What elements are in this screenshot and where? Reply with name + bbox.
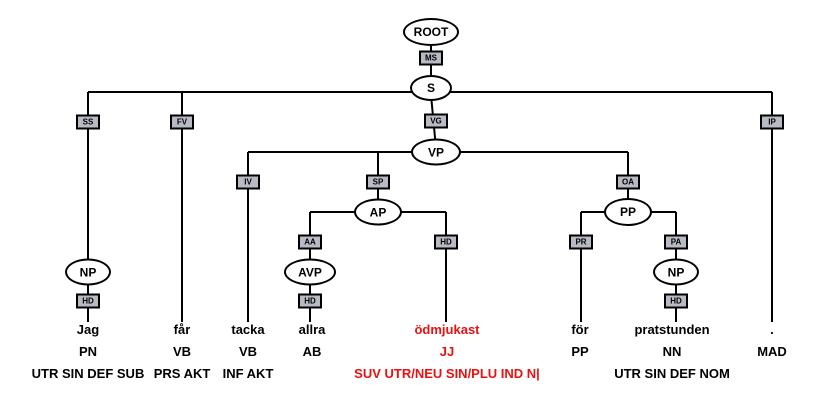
token-word: för [571, 322, 589, 337]
token-column-highlighted: ödmjukast JJ SUV UTR/NEU SIN/PLU IND N| [354, 322, 540, 388]
edge-label-vg: VG [424, 113, 448, 129]
token-morph: UTR SIN DEF NOM [614, 366, 730, 381]
token-word: tacka [231, 322, 265, 337]
token-column: pratstunden NN UTR SIN DEF NOM [614, 322, 730, 388]
token-column: för PP [571, 322, 588, 388]
edge-label-oa: OA [616, 174, 640, 190]
edge-label-iv: IV [236, 174, 260, 190]
token-pos: PN [78, 344, 98, 359]
node-pp: PP [604, 198, 652, 226]
node-np-object: NP [653, 258, 699, 286]
token-column: . MAD [757, 322, 787, 388]
token-word: pratstunden [634, 322, 710, 337]
node-root: ROOT [403, 18, 459, 46]
edge-label-fv: FV [170, 114, 194, 130]
token-morph: INF AKT [222, 366, 274, 381]
node-avp: AVP [284, 258, 336, 286]
token-pos: PP [571, 344, 589, 359]
edge-label-ms: MS [419, 50, 443, 66]
edge-label-sp: SP [366, 174, 390, 190]
edge-label-hd-avp: HD [298, 293, 322, 309]
token-morph: PRS AKT [153, 366, 211, 381]
token-pos: JJ [439, 344, 455, 359]
edge-label-ip: IP [760, 114, 784, 130]
token-column: får VB PRS AKT [154, 322, 211, 388]
token-word: får [173, 322, 191, 337]
edge-label-aa: AA [298, 234, 322, 250]
edge-label-pr: PR [569, 234, 593, 250]
token-word: Jag [76, 322, 100, 337]
token-word: . [770, 322, 774, 337]
node-np-subject: NP [65, 258, 111, 286]
token-pos: VB [238, 344, 258, 359]
token-pos: MAD [757, 344, 787, 359]
token-morph: UTR SIN DEF SUB [31, 366, 145, 381]
token-column: allra AB [299, 322, 326, 388]
edge-label-hd-np-subject: HD [76, 293, 100, 309]
edge-label-hd-np-object: HD [664, 293, 688, 309]
token-pos: VB [172, 344, 192, 359]
edge-label-hd-ap: HD [434, 234, 458, 250]
token-column: tacka VB INF AKT [223, 322, 274, 388]
token-pos: AB [302, 344, 322, 359]
token-word: ödmjukast [414, 322, 480, 337]
node-s: S [410, 75, 452, 101]
edge-label-pa: PA [664, 234, 688, 250]
edge-label-ss: SS [76, 114, 100, 130]
token-column: Jag PN UTR SIN DEF SUB [32, 322, 145, 388]
token-morph: SUV UTR/NEU SIN/PLU IND N| [354, 366, 540, 381]
token-pos: NN [662, 344, 682, 359]
token-word: allra [298, 322, 326, 337]
node-ap: AP [354, 198, 402, 226]
node-vp: VP [411, 138, 461, 166]
